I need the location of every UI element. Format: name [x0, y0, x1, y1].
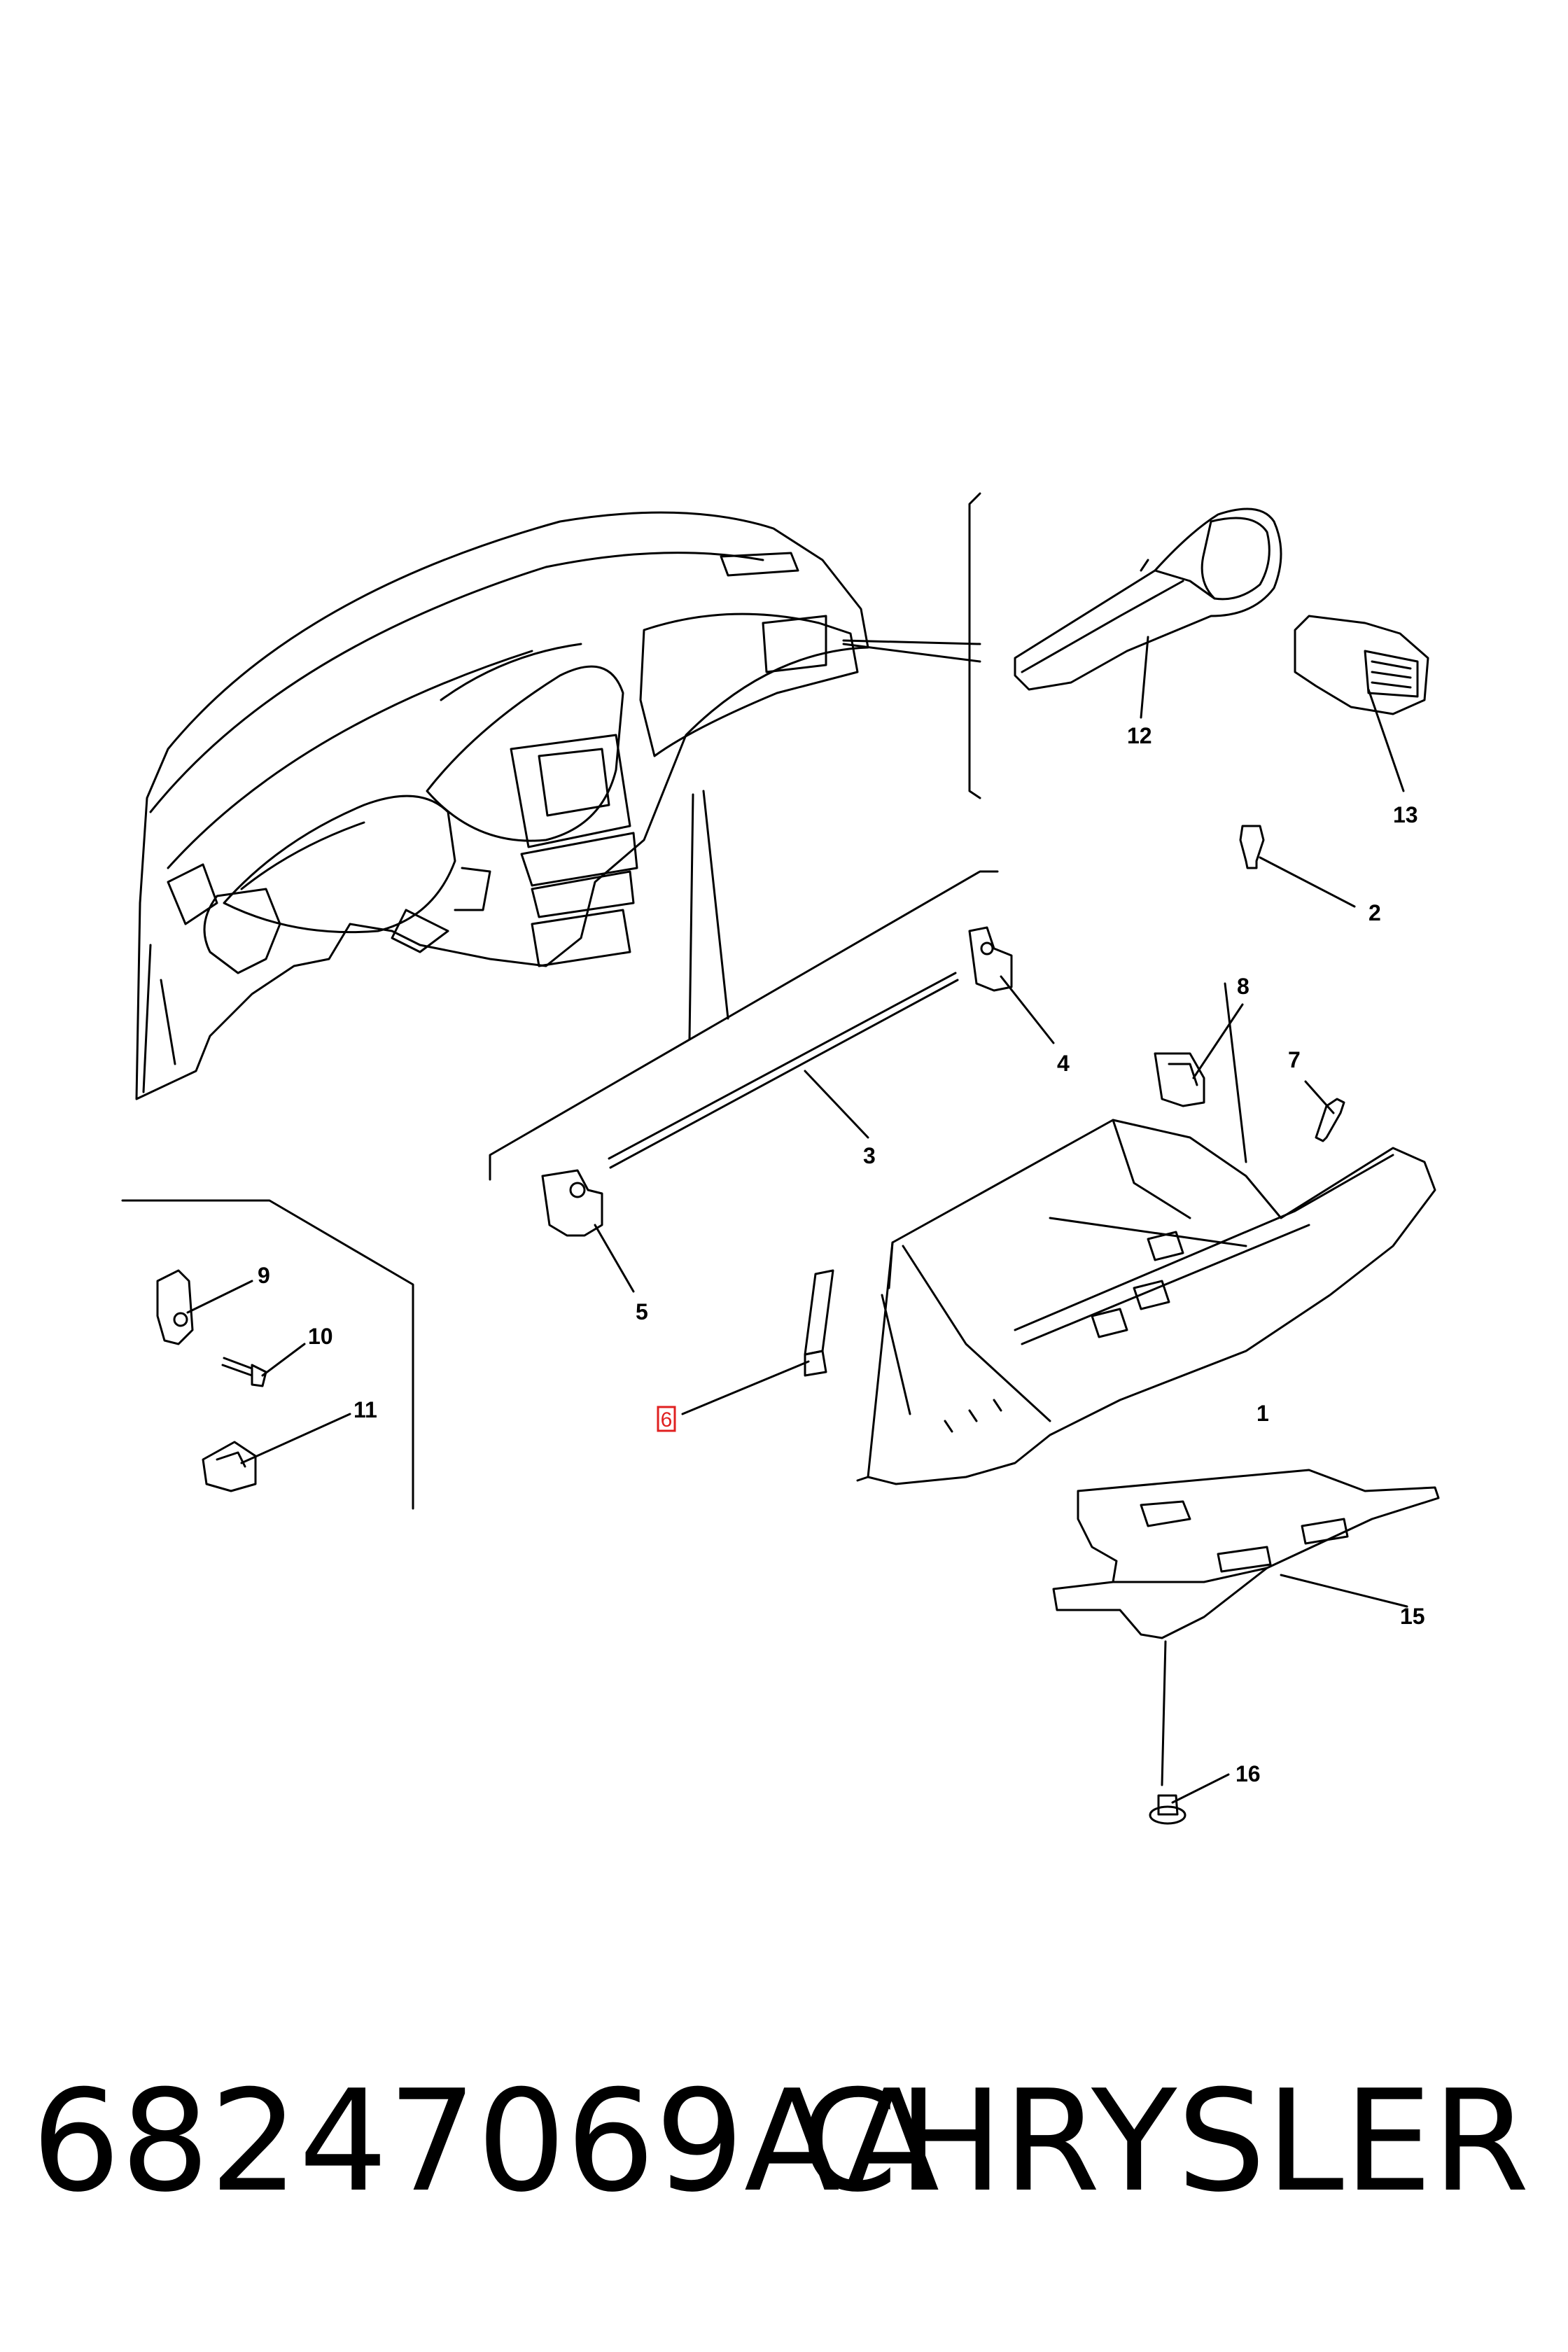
- callout-11: 11: [354, 1397, 377, 1422]
- part-15-panel: [1052, 1469, 1440, 1639]
- part-6-damper: [804, 1269, 834, 1377]
- part-16-fastener: [1149, 1640, 1186, 1825]
- brand-name: CHRYSLER: [799, 2060, 1530, 2223]
- part-9-clip: [156, 1269, 194, 1345]
- callout-13: 13: [1393, 802, 1418, 827]
- bracket-top-right: [842, 492, 981, 799]
- callout-4: 4: [1057, 1051, 1070, 1076]
- part-11-clip: [202, 1441, 257, 1492]
- part-12-duct: [1014, 507, 1282, 691]
- callout-15: 15: [1400, 1604, 1425, 1629]
- callout-1: 1: [1256, 1401, 1269, 1426]
- part-number: 68247069AA: [31, 2060, 940, 2223]
- callout-8: 8: [1237, 974, 1250, 999]
- part-2-pin: [1239, 825, 1265, 869]
- part-13-vent: [1294, 615, 1429, 715]
- part-4-bracket: [968, 926, 1013, 992]
- part-3-rod: [608, 972, 959, 1169]
- callout-12: 12: [1127, 723, 1152, 748]
- callout-16: 16: [1236, 1761, 1261, 1786]
- part-8-switch: [1154, 1052, 1205, 1107]
- callout-6-highlight-box: [657, 1406, 676, 1432]
- leader-lines: [186, 636, 1408, 1804]
- callout-6: 6: [661, 1408, 673, 1432]
- callout-9: 9: [258, 1263, 270, 1288]
- callout-2: 2: [1368, 900, 1381, 925]
- dashboard-assembly: [135, 511, 869, 1100]
- bracket-middle: [489, 790, 999, 1181]
- callout-10: 10: [308, 1324, 333, 1349]
- callout-5: 5: [636, 1299, 648, 1324]
- bracket-left: [121, 1199, 414, 1510]
- part-1-glove-box: [856, 1119, 1436, 1485]
- part-10-screw: [221, 1357, 267, 1387]
- footer: 68247069AA CHRYSLER: [0, 2051, 1568, 2233]
- part-7-screw: [1315, 1098, 1345, 1142]
- callout-3: 3: [863, 1143, 876, 1168]
- part-5-hinge: [541, 1169, 603, 1237]
- callout-7: 7: [1288, 1047, 1301, 1072]
